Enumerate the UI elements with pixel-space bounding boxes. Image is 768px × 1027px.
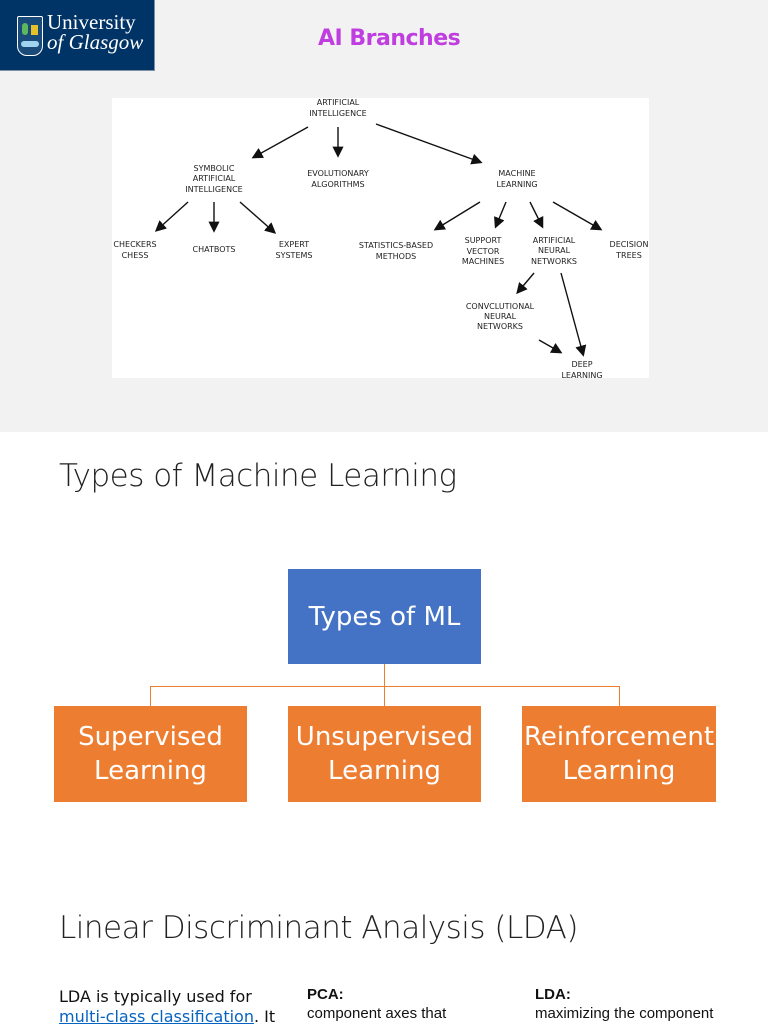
node-chatbots: CHATBOTS: [193, 245, 236, 254]
lda-title: Linear Discriminant Analysis (LDA): [59, 910, 578, 946]
types-ml-title: Types of Machine Learning: [59, 458, 457, 494]
arrow-ann-cnn: [516, 272, 535, 295]
logo-line2: of Glasgow: [47, 30, 144, 54]
university-logo: University of Glasgow: [0, 0, 155, 71]
arrow-ml-svm: [494, 201, 507, 229]
crest-icon: [17, 16, 43, 56]
logo-line1: University: [47, 10, 136, 34]
arrow-ai-symbolic: [251, 126, 309, 159]
arrow-ann-deep: [560, 272, 587, 357]
arrow-ml-ann: [529, 201, 544, 229]
connector-horizontal: [150, 686, 620, 687]
connector-vertical: [384, 664, 385, 706]
lda-intro-text: LDA is typically used for multi-class cl…: [59, 987, 276, 1026]
arrow-cnn-deep: [538, 339, 563, 354]
connector-right: [619, 686, 620, 706]
multi-class-classification-link[interactable]: multi-class classification: [59, 1007, 254, 1026]
arrow-ai-ml: [375, 123, 483, 165]
arrow-ml-stats: [433, 201, 481, 231]
arrow-ml-decision: [552, 201, 603, 231]
slide-ai-branches: University of Glasgow AI Branches: [0, 0, 768, 432]
pca-column: PCA: component axes that: [307, 986, 447, 1022]
lda-column: LDA: maximizing the component: [535, 986, 714, 1022]
types-of-ml-box: Types of ML: [288, 569, 481, 664]
connector-left: [150, 686, 151, 706]
arrow-symbolic-expert: [239, 201, 277, 234]
arrow-symbolic-checkers: [154, 201, 189, 232]
slide-title: AI Branches: [318, 26, 461, 51]
